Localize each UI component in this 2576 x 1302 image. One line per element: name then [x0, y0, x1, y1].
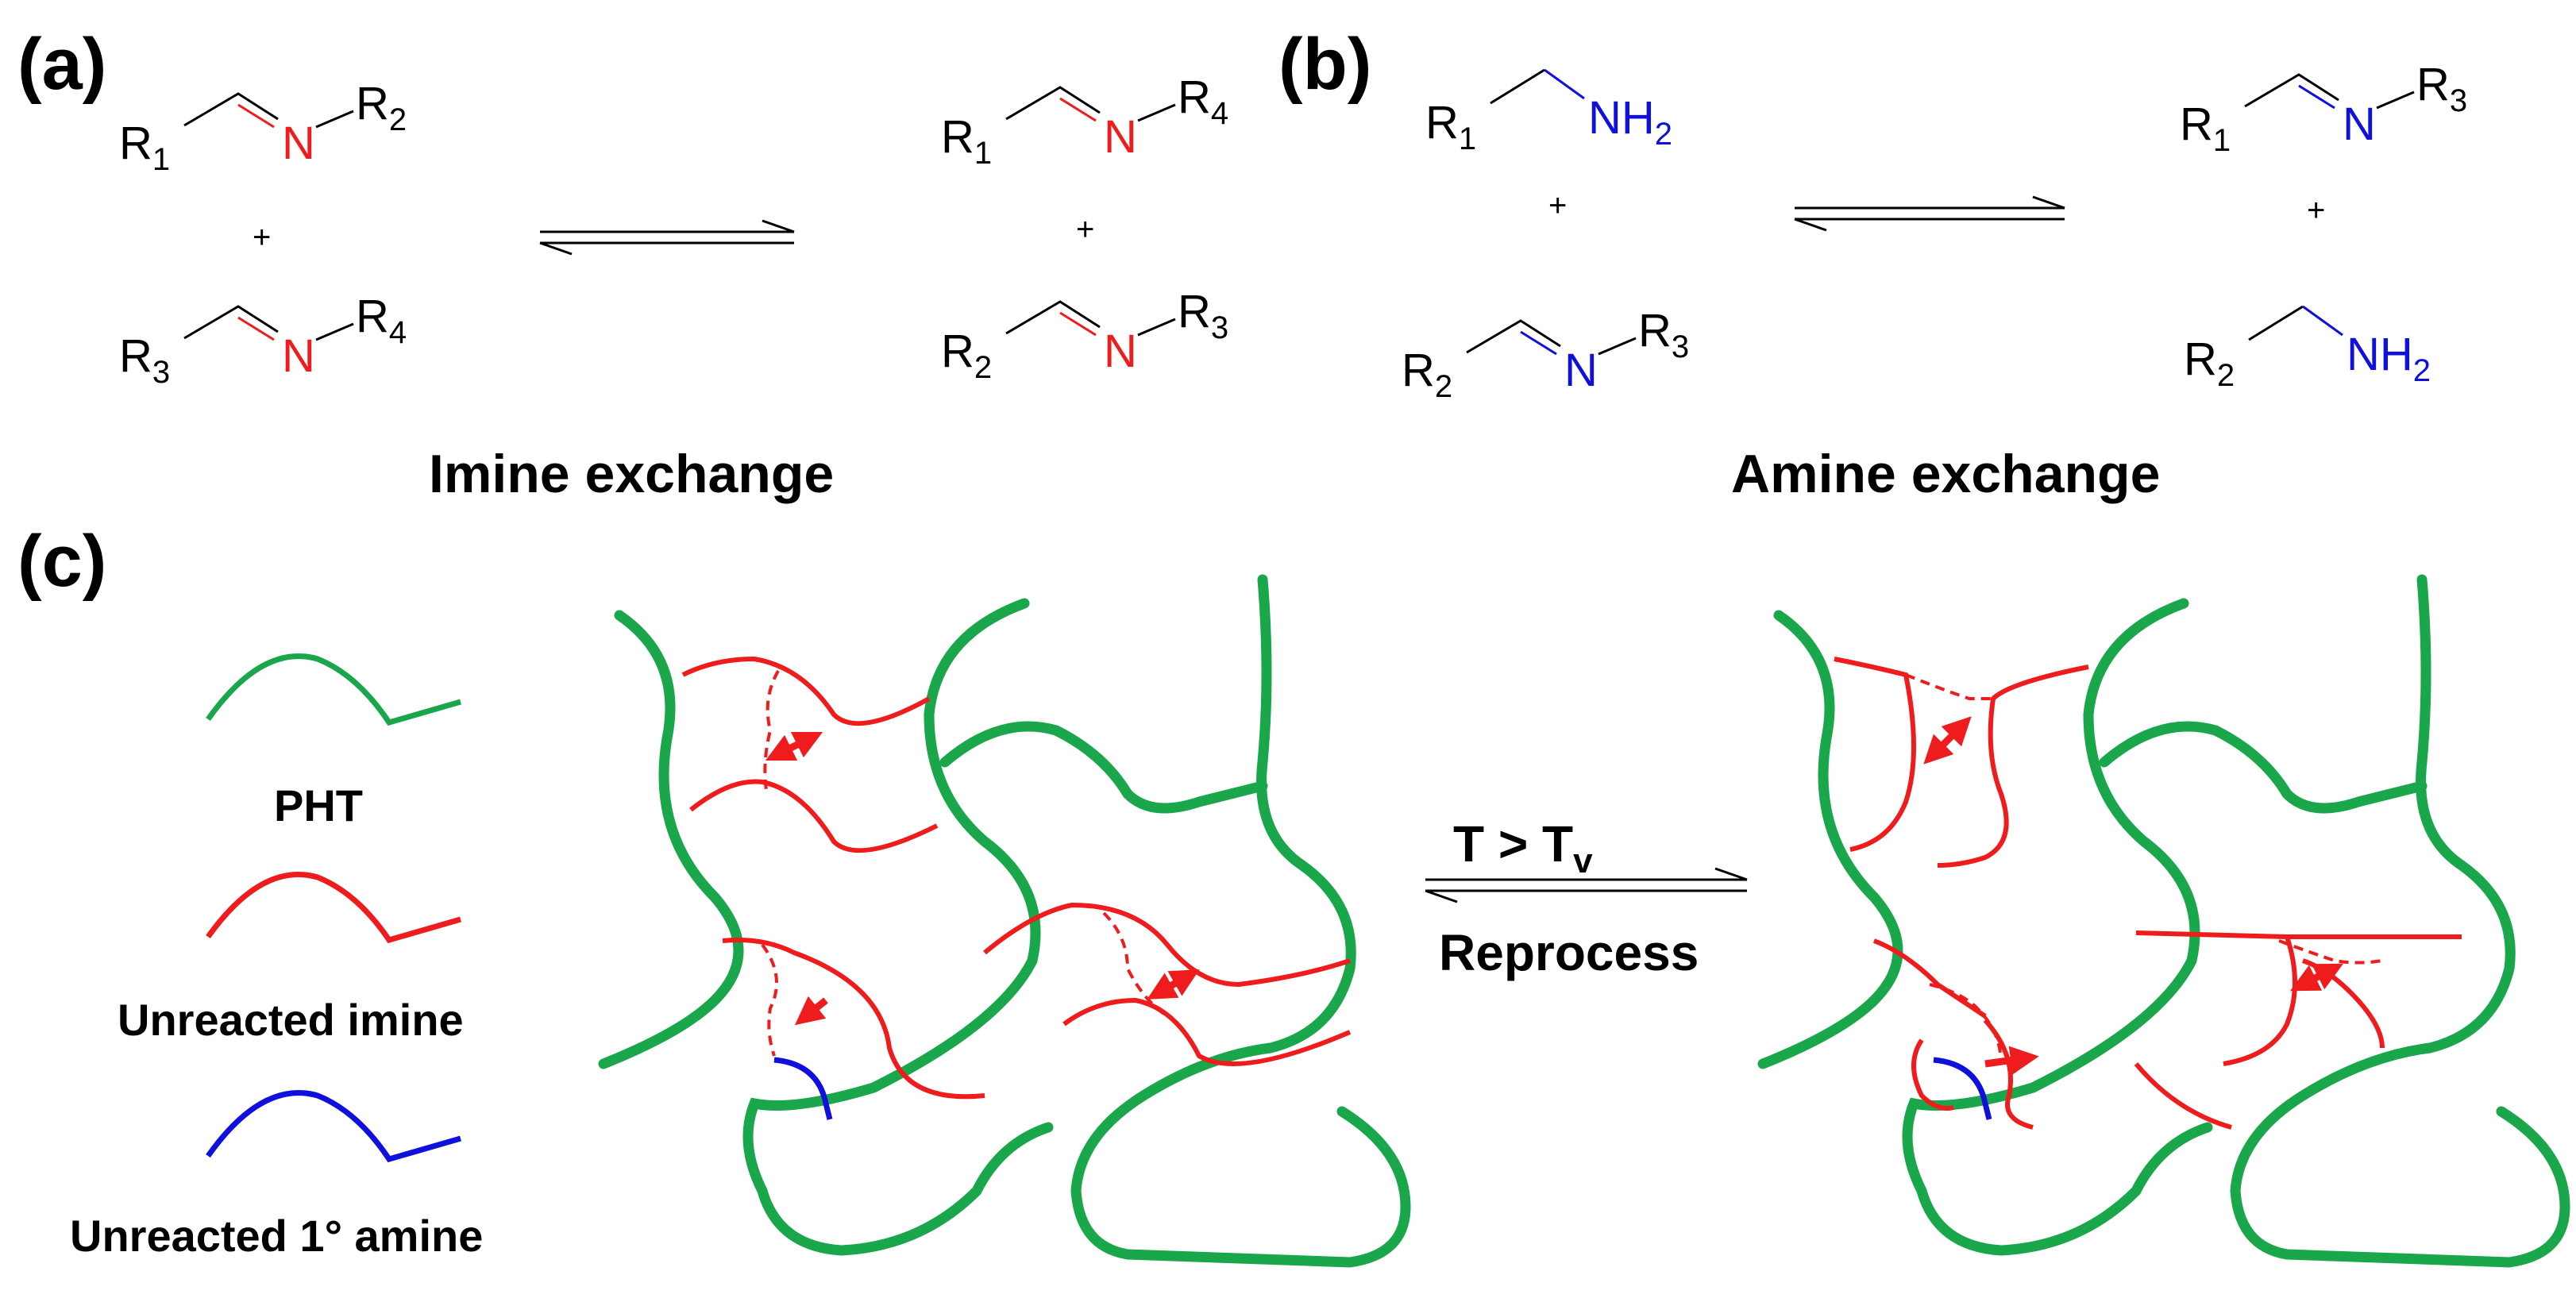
imine-a-product-2: R2 N R3	[941, 286, 1228, 385]
group-left: R2	[941, 326, 992, 385]
legend-line-imine	[206, 872, 461, 944]
imine-a-reactant-1: R1 N R2	[119, 78, 407, 177]
amine-b-reactant-1: R1 NH2	[1425, 68, 1672, 156]
panel-c: (c) PHT Unreacted imine Unreacted 1° ami…	[17, 521, 2570, 1268]
group-right: R2	[356, 78, 407, 137]
nitrogen-atom: N	[1104, 326, 1137, 377]
legend: PHT Unreacted imine Unreacted 1° amine	[70, 653, 483, 1261]
amine-group: NH2	[2347, 329, 2431, 388]
nitrogen-atom: N	[1104, 111, 1137, 163]
caption-imine-exchange: Imine exchange	[429, 444, 834, 504]
plus-sign: +	[2307, 193, 2325, 228]
panel-a-label: (a)	[17, 24, 106, 105]
group-right: R4	[1178, 71, 1228, 131]
equilibrium-arrow-b	[1794, 195, 2065, 232]
legend-line-amine	[206, 1090, 461, 1163]
legend-label-amine: Unreacted 1° amine	[70, 1211, 483, 1261]
condition-reprocess: Reprocess	[1439, 924, 1699, 981]
legend-line-pht	[206, 653, 461, 726]
imine-b-product-1: R1 N R3	[2180, 59, 2467, 158]
equilibrium-arrow-a	[539, 219, 795, 256]
nitrogen-atom: N	[1564, 345, 1598, 396]
imine-a-product-1: R1 N R4	[941, 71, 1228, 171]
legend-label-imine: Unreacted imine	[118, 995, 464, 1045]
nitrogen-atom: N	[282, 330, 315, 382]
network-before	[598, 574, 1411, 1268]
condition-temperature: T > Tv	[1453, 815, 1593, 880]
panel-b: (b) R1 NH2 + R2 N R3 R1	[1278, 24, 2467, 504]
group-left: R1	[1425, 97, 1476, 156]
caption-amine-exchange: Amine exchange	[1731, 444, 2160, 504]
plus-sign: +	[1076, 212, 1094, 247]
group-left: R1	[941, 111, 992, 171]
group-right: R4	[356, 291, 407, 350]
reprocess-equilibrium: T > Tv Reprocess	[1425, 815, 1748, 981]
panel-b-label: (b)	[1278, 24, 1371, 105]
network-after	[1757, 574, 2570, 1268]
imine-b-reactant-2: R2 N R3	[1402, 305, 1689, 404]
nitrogen-atom: N	[282, 117, 315, 169]
plus-sign: +	[253, 220, 271, 255]
group-left: R1	[2180, 98, 2231, 158]
group-left: R2	[2184, 333, 2235, 393]
group-left: R2	[1402, 345, 1452, 404]
nitrogen-atom: N	[2343, 98, 2376, 150]
plus-sign: +	[1548, 188, 1567, 223]
group-right: R3	[1638, 305, 1689, 364]
group-left: R3	[119, 330, 170, 390]
group-left: R1	[119, 117, 170, 177]
legend-label-pht: PHT	[274, 780, 363, 830]
panel-a: (a) R1 N R2 + R3 N R4 R1	[17, 24, 1228, 504]
imine-a-reactant-2: R3 N R4	[119, 291, 407, 390]
panel-c-label: (c)	[17, 521, 106, 602]
amine-group: NH2	[1588, 92, 1672, 152]
group-right: R3	[1178, 286, 1228, 345]
amine-b-product-2: R2 NH2	[2184, 305, 2431, 393]
group-right: R3	[2416, 59, 2467, 118]
